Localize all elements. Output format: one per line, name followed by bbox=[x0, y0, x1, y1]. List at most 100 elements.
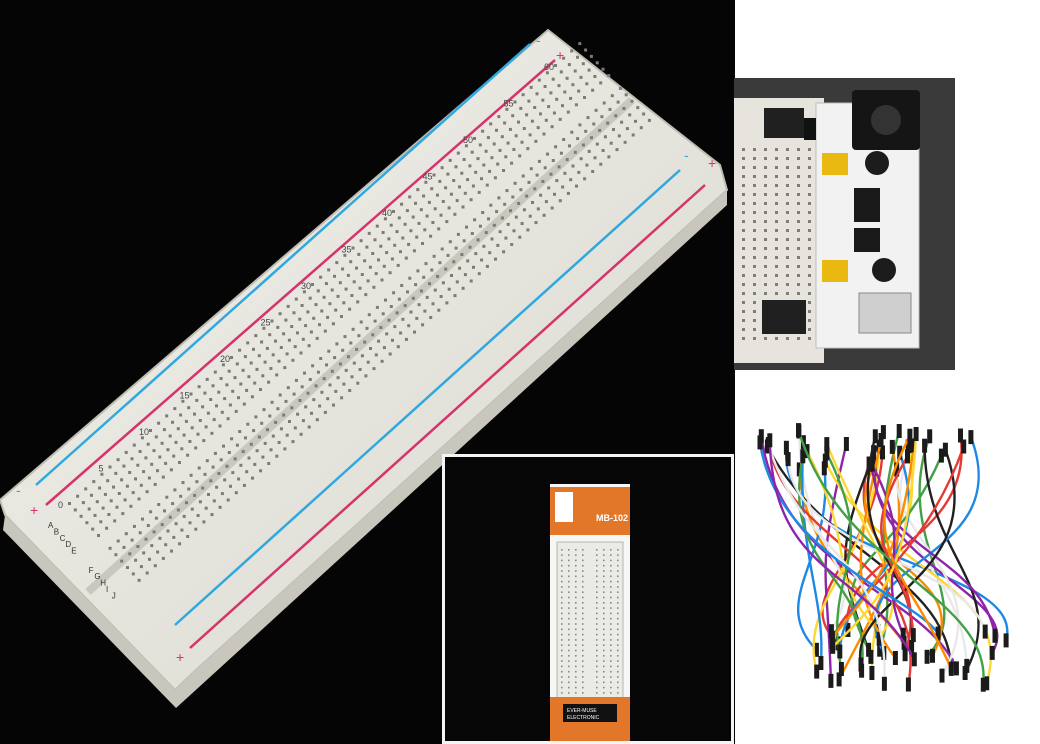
breadboard-hole bbox=[581, 62, 585, 66]
package-hole bbox=[603, 686, 605, 689]
breadboard-hole bbox=[188, 521, 192, 525]
breadboard-hole bbox=[68, 502, 71, 505]
package-hole bbox=[582, 564, 584, 567]
column-number-label: 50 bbox=[463, 135, 473, 145]
breadboard-hole bbox=[537, 159, 541, 163]
rail-minus-label-right: - bbox=[684, 147, 689, 163]
package-hole bbox=[603, 596, 605, 599]
edge-hole bbox=[742, 319, 745, 322]
breadboard-hole bbox=[518, 154, 522, 158]
package-hole bbox=[617, 617, 619, 620]
breadboard-hole bbox=[331, 322, 335, 326]
package-hole bbox=[582, 676, 584, 678]
breadboard-hole bbox=[221, 363, 225, 367]
breadboard-hole bbox=[227, 451, 231, 454]
breadboard-hole bbox=[276, 325, 280, 329]
breadboard-hole bbox=[484, 149, 488, 153]
breadboard-hole bbox=[520, 140, 524, 144]
breadboard-hole bbox=[498, 230, 502, 234]
package-hole bbox=[596, 549, 598, 551]
package-hole bbox=[610, 591, 612, 593]
edge-hole bbox=[786, 157, 789, 160]
breadboard-hole bbox=[261, 455, 265, 459]
column-number-label: 15 bbox=[180, 391, 190, 401]
breadboard-hole bbox=[549, 91, 553, 95]
breadboard-hole bbox=[511, 195, 515, 199]
rail-line-blue-top bbox=[35, 43, 531, 486]
jumper-wire-tip bbox=[897, 445, 903, 460]
package-hole bbox=[582, 580, 584, 583]
rail-minus-label: - bbox=[16, 482, 21, 498]
breadboard-hole bbox=[377, 339, 381, 343]
breadboard-hole bbox=[449, 192, 453, 196]
breadboard-hole bbox=[480, 177, 483, 181]
breadboard-hole bbox=[347, 355, 350, 359]
breadboard-hole bbox=[519, 106, 523, 110]
breadboard-hole bbox=[601, 67, 605, 71]
package-hole bbox=[617, 549, 619, 551]
breadboard-hole bbox=[336, 376, 340, 380]
breadboard-hole bbox=[265, 346, 269, 350]
breadboard-hole bbox=[447, 206, 451, 210]
breadboard-hole bbox=[195, 480, 199, 484]
breadboard-hole bbox=[575, 184, 578, 188]
edge-hole bbox=[775, 166, 778, 169]
edge-hole bbox=[742, 238, 745, 241]
package-hole bbox=[603, 570, 605, 572]
breadboard-hole bbox=[156, 469, 159, 473]
breadboard-hole bbox=[379, 244, 383, 248]
package-hole bbox=[561, 623, 563, 625]
breadboard-hole bbox=[380, 278, 384, 282]
breadboard-hole bbox=[311, 364, 315, 368]
breadboard-hole bbox=[239, 463, 243, 467]
breadboard-hole bbox=[450, 274, 453, 277]
breadboard-hole bbox=[462, 239, 466, 243]
package-hole bbox=[596, 602, 598, 604]
edge-hole bbox=[797, 256, 800, 259]
package-hole bbox=[596, 580, 598, 583]
edge-hole bbox=[786, 247, 789, 250]
breadboard-hole bbox=[474, 170, 478, 174]
jumper-wire-tip bbox=[984, 676, 990, 691]
breadboard-hole bbox=[157, 503, 161, 506]
edge-hole bbox=[753, 166, 756, 169]
breadboard-hole bbox=[275, 373, 279, 377]
breadboard-hole bbox=[531, 201, 534, 204]
breadboard-hole bbox=[617, 134, 621, 138]
edge-hole bbox=[764, 247, 767, 250]
package-hole bbox=[596, 623, 598, 625]
package-hole bbox=[582, 639, 584, 641]
breadboard-hole bbox=[555, 97, 559, 101]
breadboard-hole bbox=[116, 539, 120, 543]
package-hole bbox=[568, 628, 570, 631]
breadboard-hole bbox=[437, 227, 441, 231]
breadboard-hole bbox=[145, 490, 149, 494]
jumper-wire bbox=[895, 469, 960, 677]
breadboard-hole bbox=[215, 485, 219, 489]
breadboard-hole bbox=[198, 419, 202, 422]
breadboard-hole bbox=[382, 264, 386, 268]
edge-hole bbox=[808, 283, 811, 286]
column-number-label: 60 bbox=[544, 62, 554, 72]
breadboard-hole bbox=[306, 310, 310, 314]
package-hole bbox=[610, 670, 612, 673]
breadboard-hole bbox=[147, 476, 151, 480]
edge-hole bbox=[764, 211, 767, 214]
jumper-wire-tip bbox=[796, 423, 801, 438]
package-hole bbox=[610, 655, 612, 657]
package-hole bbox=[568, 564, 570, 567]
package-hole bbox=[568, 586, 570, 588]
breadboard-hole bbox=[408, 195, 412, 199]
breadboard-hole bbox=[146, 442, 150, 446]
breadboard-hole bbox=[137, 578, 141, 582]
breadboard-hole bbox=[202, 520, 206, 524]
breadboard-hole bbox=[220, 410, 224, 414]
edge-hole bbox=[786, 175, 789, 178]
breadboard-hole bbox=[407, 242, 411, 246]
breadboard-hole bbox=[505, 189, 509, 193]
jumper-wire bbox=[767, 443, 886, 684]
breadboard-hole bbox=[252, 429, 256, 433]
breadboard-hole bbox=[252, 347, 255, 351]
breadboard-hole bbox=[73, 508, 77, 512]
package-hole bbox=[561, 612, 563, 615]
